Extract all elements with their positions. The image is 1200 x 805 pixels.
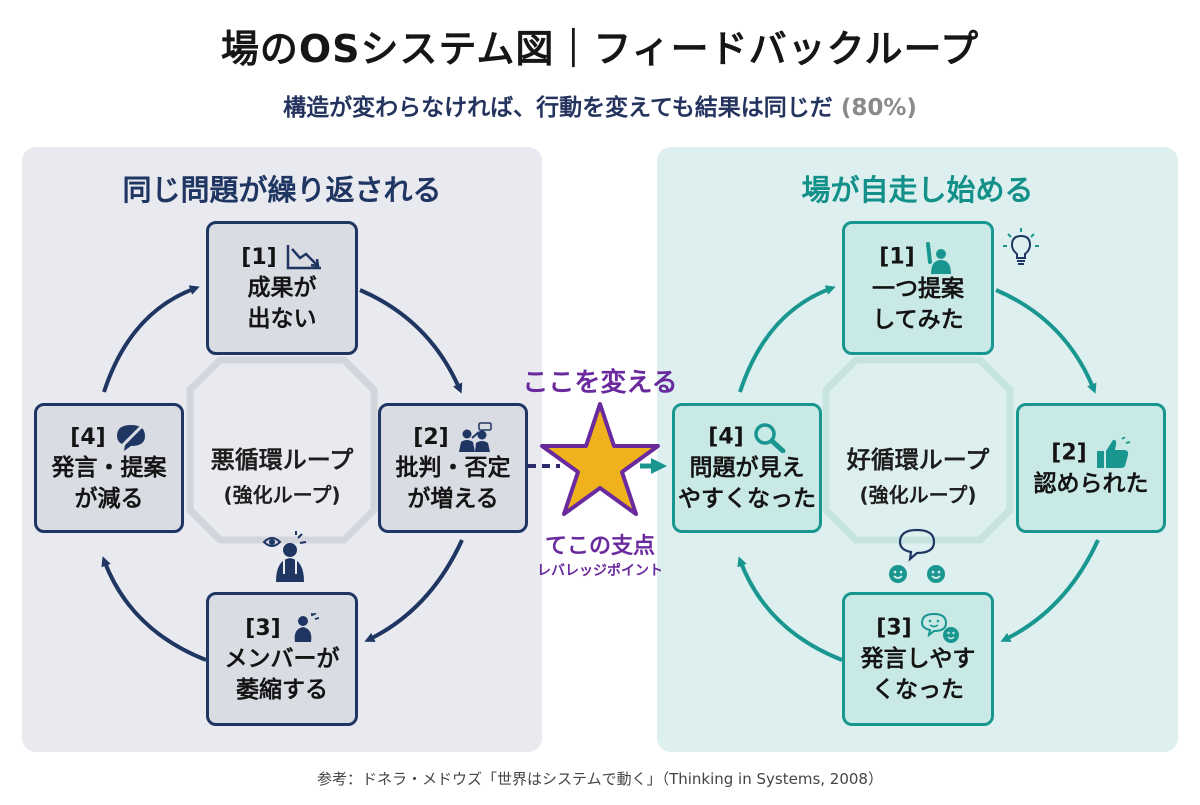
- chart-down-icon: [286, 245, 321, 270]
- left-node-3-number: [3]: [245, 615, 281, 641]
- left-arrow-3-to-4: [101, 556, 207, 662]
- left-node-1-number: [1]: [241, 244, 277, 270]
- subtitle-percentage: (80%): [840, 95, 917, 121]
- raised-hand-icon: [925, 242, 951, 274]
- right-node-3: [3] 発言しやす くなった: [842, 592, 994, 726]
- right-node-2: [2] 認められた: [1016, 403, 1166, 533]
- speech-bubble-icon: [889, 528, 945, 583]
- left-node-1-line1: 成果が: [247, 274, 317, 301]
- smiley-speech-icon: [920, 612, 959, 643]
- right-node-1-line2: してみた: [872, 307, 964, 333]
- left-node-1: [1] 成果が 出ない: [206, 221, 358, 355]
- no-speech-icon: [116, 422, 145, 451]
- left-node-2-line1: 批判・否定: [395, 454, 511, 481]
- presenter-icon: [458, 422, 492, 452]
- leverage-point-label: てこの支点: [544, 534, 655, 559]
- right-node-4: [4] 問題が見え やすくなった: [672, 403, 822, 533]
- left-node-2-number: [2]: [413, 424, 449, 450]
- thumbs-up-icon: [1096, 435, 1130, 468]
- right-node-4-line2: やすくなった: [678, 486, 816, 512]
- change-here-label: ここを変える: [522, 368, 678, 398]
- vicious-center-label: 悪循環ループ (強化ループ): [190, 440, 374, 508]
- right-node-3-line1: 発言しやす: [860, 646, 976, 672]
- crouching-person-icon: [294, 612, 319, 642]
- right-node-4-number: [4]: [708, 424, 744, 450]
- left-arrow-2-to-3: [364, 539, 464, 642]
- right-arrow-3-to-4: [737, 556, 843, 662]
- search-icon: [753, 423, 786, 454]
- left-node-3-line2: 萎縮する: [236, 676, 328, 703]
- left-node-2: [2] 批判・否定 が増える: [378, 403, 528, 533]
- lightbulb-icon: [1003, 228, 1039, 265]
- left-node-3: [3] メンバーが 萎縮する: [206, 592, 358, 726]
- right-node-2-line1: 認められた: [1033, 470, 1149, 497]
- left-arrow-1-to-2: [359, 288, 463, 394]
- right-node-4-line1: 問題が見え: [689, 455, 805, 481]
- right-arrow-2-to-3: [1000, 539, 1100, 642]
- right-node-3-number: [3]: [876, 615, 912, 641]
- reference-footer: 参考：ドネラ・メドウズ「世界はシステムで動く」（Thinking in Syst…: [317, 770, 883, 788]
- left-node-4-number: [4]: [70, 424, 106, 450]
- subtitle-text: 構造が変わらなければ、行動を変えても結果は同じだ: [283, 95, 833, 121]
- right-node-1-number: [1]: [879, 244, 915, 270]
- virtuous-center-label: 好循環ループ (強化ループ): [826, 440, 1010, 508]
- page-subtitle: 構造が変わらなければ、行動を変えても結果は同じだ (80%): [0, 88, 1200, 122]
- worried-person-icon: [262, 531, 307, 582]
- left-node-4: [4] 発言・提案 が減る: [34, 403, 184, 533]
- left-arrow-4-to-1: [102, 285, 200, 393]
- vicious-panel-title: 同じ問題が繰り返される: [122, 173, 442, 207]
- right-node-1-line1: 一つ提案: [872, 276, 964, 302]
- left-octagon-decoration: [186, 356, 378, 544]
- right-arrow-4-to-1: [738, 285, 836, 393]
- right-node-2-number: [2]: [1051, 440, 1087, 465]
- left-node-4-line1: 発言・提案: [51, 454, 167, 481]
- left-node-2-line2: が増える: [407, 485, 499, 512]
- virtuous-loop-type: (強化ループ): [859, 483, 977, 507]
- left-node-4-line2: が減る: [74, 485, 144, 512]
- virtuous-loop-name: 好循環ループ: [846, 446, 990, 474]
- right-node-1: [1] 一つ提案 してみた: [842, 221, 994, 355]
- page-title: 場のOSシステム図｜フィードバックループ: [220, 27, 980, 71]
- vicious-loop-name: 悪循環ループ: [210, 446, 354, 474]
- leverage-point-sublabel: レバレッジポイント: [537, 563, 663, 579]
- left-node-1-line2: 出ない: [247, 305, 317, 332]
- right-octagon-decoration: [822, 356, 1014, 544]
- virtuous-panel-title: 場が自走し始める: [801, 173, 1034, 207]
- vicious-loop-type: (強化ループ): [223, 483, 341, 507]
- star-icon: [540, 402, 660, 516]
- right-node-3-line2: くなった: [872, 677, 964, 703]
- left-node-3-line1: メンバーが: [224, 645, 340, 672]
- right-arrow-1-to-2: [995, 288, 1097, 394]
